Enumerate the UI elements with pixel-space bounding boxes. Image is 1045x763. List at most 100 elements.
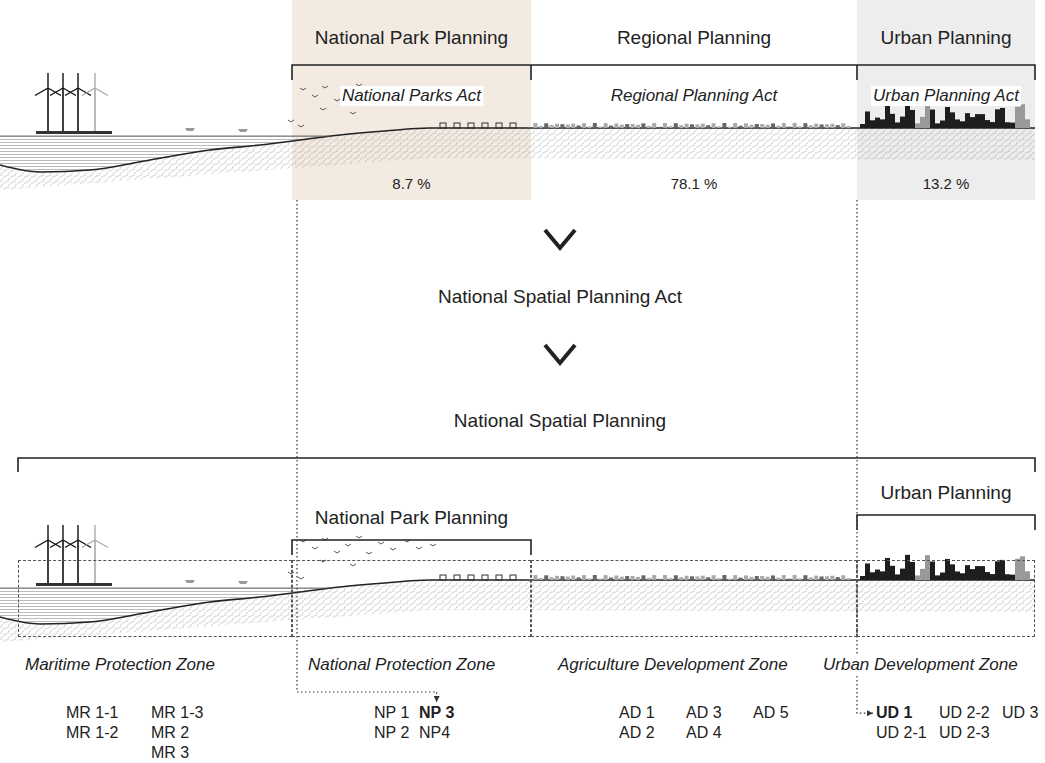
vegetation	[555, 576, 559, 580]
building	[965, 565, 970, 580]
zone-code: 78.1 %	[671, 175, 718, 192]
vegetation	[674, 575, 678, 580]
building	[940, 121, 945, 128]
platform	[36, 131, 112, 134]
bird	[298, 577, 304, 579]
vegetation	[577, 577, 581, 580]
zone-box: Maritime Protection ZoneMR 1-1MR 1-2MR 1…	[18, 560, 292, 637]
vegetation	[668, 126, 672, 128]
zone-code: AD 1	[619, 704, 655, 722]
building	[925, 103, 930, 128]
bird	[312, 95, 318, 97]
zone-code: AD 4	[686, 724, 722, 742]
dune	[496, 123, 502, 128]
building	[885, 106, 890, 128]
vegetation	[625, 124, 629, 128]
building	[900, 117, 905, 128]
building	[920, 569, 925, 580]
vegetation	[609, 578, 613, 580]
bird	[350, 112, 356, 114]
dune	[482, 123, 488, 128]
vegetation	[560, 576, 564, 580]
dune	[440, 575, 446, 580]
bird	[298, 125, 304, 127]
building	[1005, 122, 1010, 128]
building	[895, 122, 900, 128]
building	[975, 114, 980, 128]
vegetation	[690, 124, 694, 128]
soil-texture	[0, 580, 1035, 642]
building	[1010, 123, 1015, 128]
vegetation	[641, 123, 645, 128]
turbine-blade	[63, 540, 76, 548]
zone-heading: National Protection Zone	[306, 655, 497, 675]
boat	[238, 581, 248, 584]
vegetation	[706, 125, 710, 128]
zone-box: National Protection ZoneNP 1NP 2NP 3NP4	[292, 560, 531, 637]
vegetation	[566, 125, 570, 128]
vegetation	[685, 576, 689, 580]
turbine-tower	[62, 88, 64, 131]
vegetation	[625, 576, 629, 580]
vegetation	[679, 125, 683, 128]
turbine-blade	[50, 88, 63, 96]
building	[955, 571, 960, 580]
heading-label: Urban Planning	[881, 482, 1012, 504]
vegetation	[728, 579, 732, 580]
bird	[322, 86, 328, 88]
turbine-blade	[94, 525, 95, 540]
turbine-blade	[48, 88, 61, 96]
bird	[320, 108, 326, 110]
turbine-blade	[65, 88, 78, 96]
turbine-blade	[48, 540, 61, 548]
building	[960, 573, 965, 580]
zone-code: 13.2 %	[923, 175, 970, 192]
building	[925, 555, 930, 580]
building	[935, 123, 940, 128]
planning-panel: National Park PlanningNational Parks Act…	[292, 0, 531, 200]
vegetation	[636, 125, 640, 128]
turbine-tower	[77, 88, 79, 131]
building	[1010, 575, 1015, 580]
bracket	[857, 515, 1035, 530]
vegetation	[755, 576, 759, 580]
building	[920, 117, 925, 128]
vegetation	[631, 124, 635, 128]
vegetation	[798, 126, 802, 128]
building	[910, 110, 915, 128]
building	[870, 572, 875, 580]
vegetation	[620, 125, 624, 128]
building	[1000, 560, 1005, 580]
vegetation	[814, 576, 818, 580]
vegetation	[647, 578, 651, 580]
zone-code: UD 2-3	[939, 724, 990, 742]
vegetation	[830, 576, 834, 580]
zone-code: NP 1	[374, 704, 409, 722]
vegetation	[539, 126, 543, 128]
act-name: National Parks Act	[340, 86, 483, 106]
bracket	[18, 458, 1035, 472]
bird	[356, 536, 362, 538]
sea-surface	[0, 588, 332, 589]
vegetation	[668, 578, 672, 580]
soil-texture	[0, 128, 1035, 190]
turbine-blade	[95, 540, 108, 548]
building	[990, 122, 995, 128]
vegetation	[706, 577, 710, 580]
vegetation	[722, 575, 726, 580]
ground-line	[0, 128, 1035, 172]
vegetation	[636, 577, 640, 580]
turbine-blade	[95, 88, 108, 96]
turbine-blade	[62, 73, 63, 88]
building	[930, 110, 935, 128]
vegetation	[809, 125, 813, 128]
vegetation	[820, 124, 824, 128]
building	[980, 114, 985, 128]
building	[1020, 104, 1025, 128]
turbine-blade	[63, 88, 76, 96]
turbine-tower	[94, 540, 96, 583]
heading-label: National Spatial Planning Act	[438, 286, 682, 308]
bird	[288, 572, 294, 574]
